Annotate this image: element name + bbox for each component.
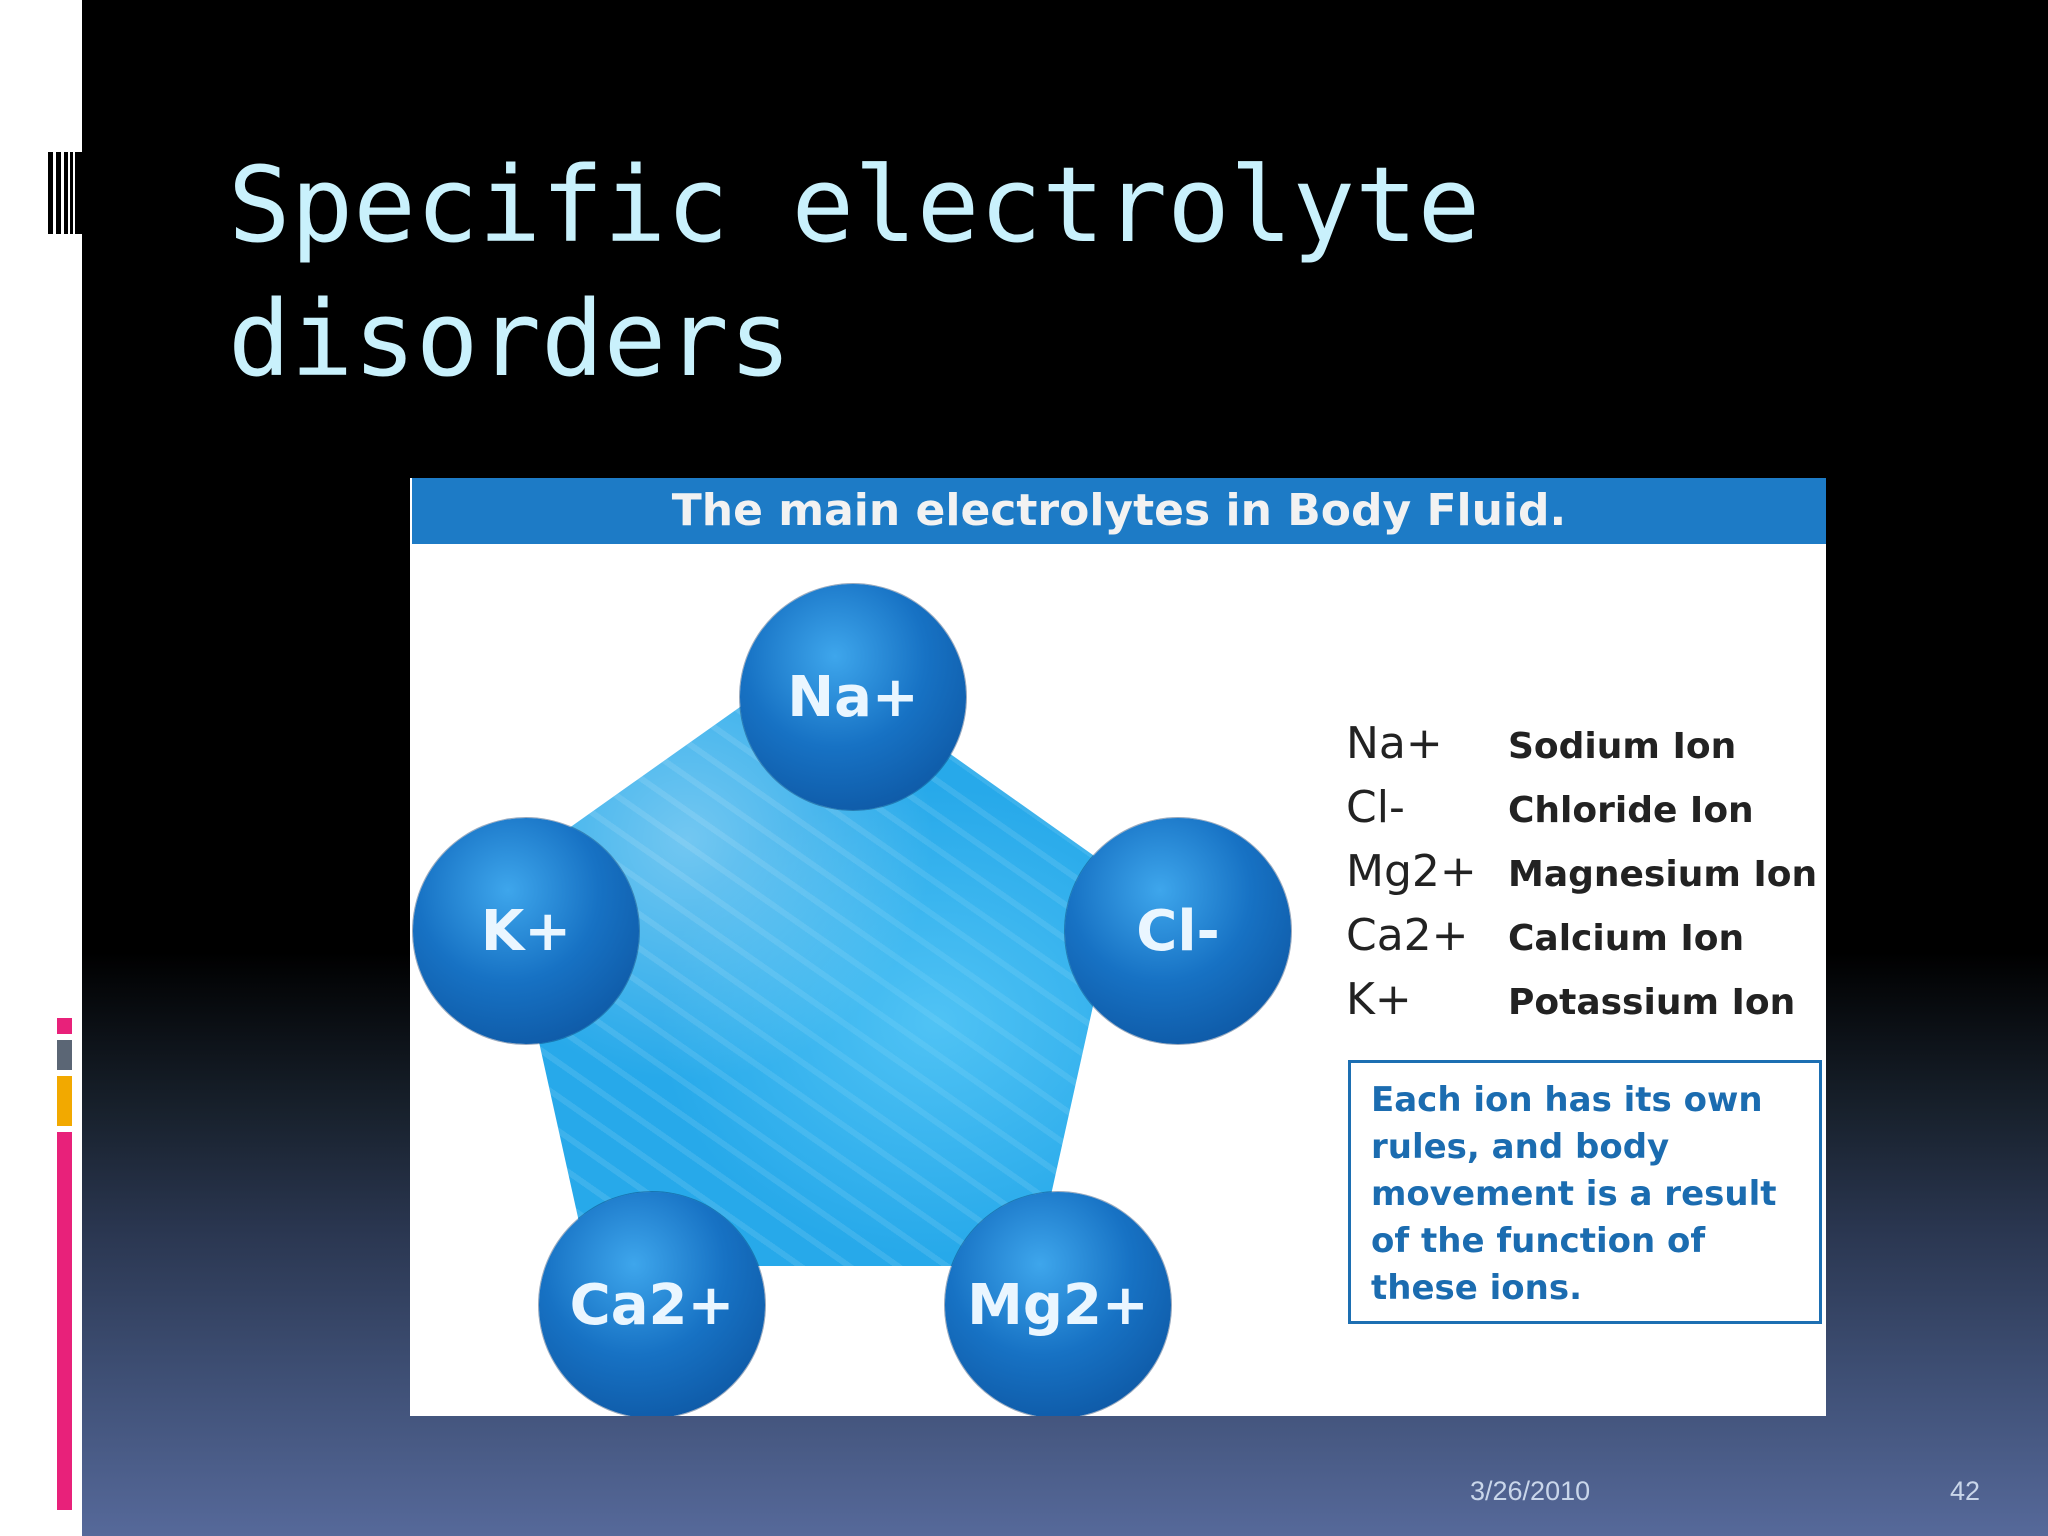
legend-symbol: K+ [1346, 974, 1412, 1025]
ion-ball-mg: Mg2+ [945, 1192, 1171, 1416]
accent-bar-gray [57, 1040, 72, 1070]
figure-header: The main electrolytes in Body Fluid. [412, 478, 1826, 544]
left-margin-strip [0, 0, 82, 1536]
ion-ball-ca: Ca2+ [539, 1192, 765, 1416]
accent-bar-pink [57, 1132, 72, 1510]
ion-note-box: Each ion has its own rules, and body mov… [1348, 1060, 1822, 1324]
legend-symbol: Ca2+ [1346, 910, 1469, 961]
legend-name: Sodium Ion [1508, 726, 1737, 767]
legend-name: Potassium Ion [1508, 982, 1796, 1023]
ion-ball-k: K+ [413, 818, 639, 1044]
slide-number: 42 [1950, 1476, 1981, 1506]
slide-date: 3/26/2010 [1470, 1476, 1591, 1506]
legend-name: Magnesium Ion [1508, 854, 1818, 895]
ion-ball-cl: Cl- [1065, 818, 1291, 1044]
legend-symbol: Na+ [1346, 718, 1443, 769]
decorative-lines [48, 152, 82, 234]
legend-name: Chloride Ion [1508, 790, 1754, 831]
legend-row: Ca2+ Calcium Ion [1346, 910, 1826, 974]
legend-symbol: Mg2+ [1346, 846, 1477, 897]
accent-bar-pink-top [57, 1018, 72, 1034]
ion-ball-na: Na+ [740, 584, 966, 810]
legend-row: Na+ Sodium Ion [1346, 718, 1826, 782]
accent-bar-orange [57, 1076, 72, 1126]
legend-row: K+ Potassium Ion [1346, 974, 1826, 1038]
slide-title: Specific electrolyte disorders [228, 144, 1481, 400]
legend-name: Calcium Ion [1508, 918, 1745, 959]
legend-row: Mg2+ Magnesium Ion [1346, 846, 1826, 910]
ion-legend: Na+ Sodium Ion Cl- Chloride Ion Mg2+ Mag… [1346, 718, 1826, 1038]
legend-row: Cl- Chloride Ion [1346, 782, 1826, 846]
electrolytes-figure: The main electrolytes in Body Fluid. Na+… [410, 478, 1826, 1416]
legend-symbol: Cl- [1346, 782, 1405, 833]
